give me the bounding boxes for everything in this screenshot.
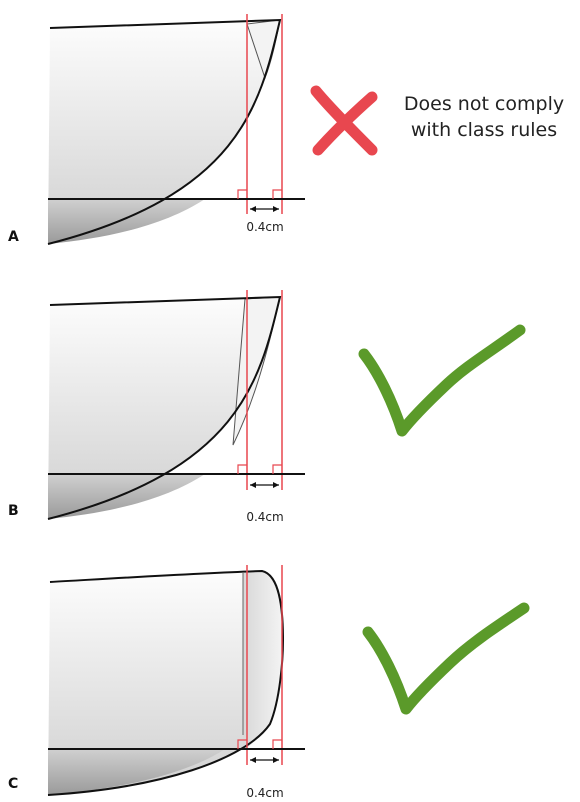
hull-section [48,571,283,795]
hull-outline [47,569,285,796]
dimension-label: 0.4cm [246,510,283,524]
dimension-arrowhead-left [250,206,256,212]
right-angle-marker-outer [272,189,282,199]
panel-label: A [8,229,19,245]
dimension-arrowhead-left [250,482,256,488]
hull-outline [47,18,282,245]
cross-icon [310,85,378,156]
hull-section [48,297,280,519]
right-angle-marker-inner [237,739,247,749]
right-angle-marker-outer [272,739,282,749]
panel-b: 0.4cm B [8,290,526,524]
verdict-line-2: with class rules [411,119,557,141]
side-face [243,571,283,750]
panel-label: B [8,503,19,519]
dimension-arrowhead-right [273,757,279,763]
hull-underwater-section [48,749,225,795]
check-icon [358,324,526,437]
dimension-label: 0.4cm [246,786,283,800]
panel-a: 0.4cm A Does not comply with class rules [8,14,564,245]
check-icon [362,602,530,715]
dimension-label: 0.4cm [246,220,283,234]
dimension-arrowhead-right [273,206,279,212]
dimension-arrowhead-right [273,482,279,488]
right-angle-marker-inner [237,189,247,199]
hull-section [48,20,280,244]
hull-outline [47,295,282,520]
panel-label: C [8,776,18,792]
right-angle-marker-outer [272,464,282,474]
dimension-arrowhead-left [250,757,256,763]
panel-c: 0.4cm C [8,565,530,800]
verdict-line-1: Does not comply [404,93,564,115]
right-angle-marker-inner [237,464,247,474]
